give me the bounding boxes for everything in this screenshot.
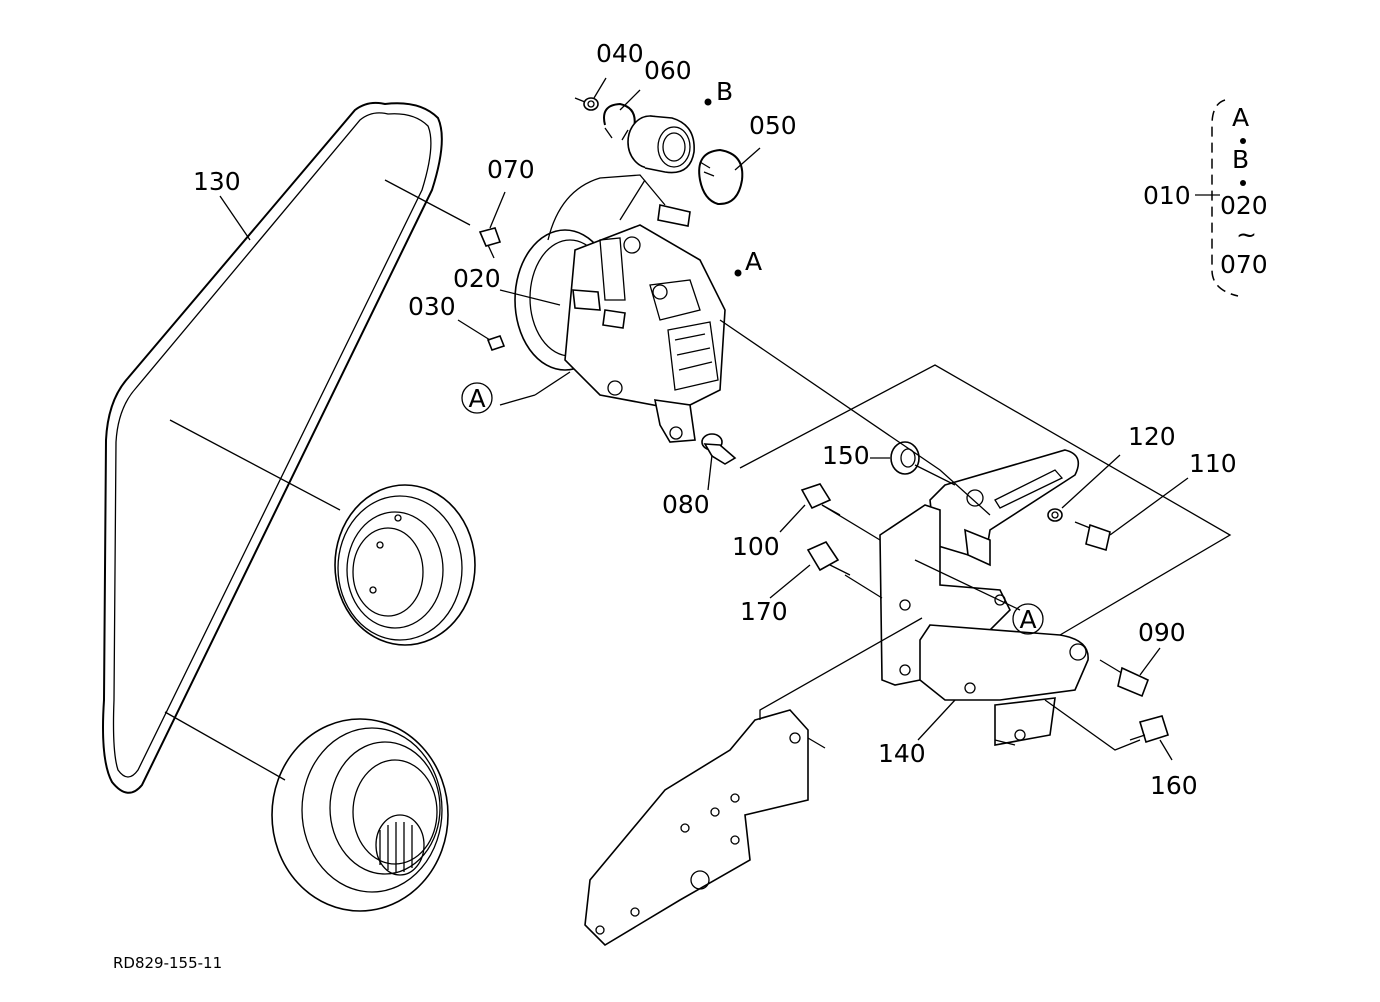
drive-belt (102, 101, 443, 794)
callout-160: 160 (1150, 771, 1198, 800)
callout-170: 170 (740, 597, 788, 626)
side-plate (584, 709, 809, 947)
bracket-140 (919, 624, 1089, 746)
callout-130: 130 (193, 167, 241, 196)
upper-pulley (334, 484, 476, 646)
drawing-number: RD829-155-11 (113, 954, 222, 972)
assembly-dot-b (1240, 180, 1246, 186)
bolt-030 (486, 335, 506, 351)
bolt-090 (1099, 659, 1150, 698)
assembly-item-tilde: ~ (1236, 220, 1257, 249)
callout-090: 090 (1138, 618, 1186, 647)
circled-ref-left: A (461, 382, 493, 414)
callout-070: 070 (487, 155, 535, 184)
leader-lines (164, 77, 1232, 781)
washer-120 (1047, 508, 1063, 522)
assembly-item-a: A (1232, 103, 1249, 132)
marker-b: B (716, 77, 733, 106)
compressor (514, 174, 726, 443)
assembly-group: 010 A B 020 ~ 070 (1143, 99, 1268, 297)
assembly-parent: 010 (1143, 181, 1191, 210)
bolt-110 (1074, 521, 1111, 552)
circled-ref-right-text: A (1019, 605, 1036, 634)
callout-020: 020 (453, 264, 501, 293)
assembly-item-b: B (1232, 145, 1249, 174)
assembly-item-020: 020 (1220, 191, 1268, 220)
collar-080 (701, 433, 737, 465)
nut-170 (806, 540, 851, 576)
callout-100: 100 (732, 532, 780, 561)
bolt-070 (478, 227, 502, 259)
marker-a: A (745, 247, 762, 276)
grommet-150 (890, 441, 920, 475)
marker-b-dot (704, 98, 712, 106)
clutch-parts (574, 97, 744, 206)
callout-labels: 040 060 050 070 130 020 030 080 150 120 … (193, 39, 1237, 800)
callout-060: 060 (644, 56, 692, 85)
callout-030: 030 (408, 292, 456, 321)
callout-140: 140 (878, 739, 926, 768)
assembly-item-070: 070 (1220, 250, 1268, 279)
callout-120: 120 (1128, 422, 1176, 451)
nut-160 (1129, 715, 1170, 744)
callout-110: 110 (1189, 449, 1237, 478)
circled-ref-right: A (1012, 603, 1044, 635)
upper-bracket (929, 449, 1080, 567)
callout-040: 040 (596, 39, 644, 68)
marker-a-dot (734, 269, 742, 277)
callout-080: 080 (662, 490, 710, 519)
assembly-dot-a (1240, 138, 1246, 144)
callout-150: 150 (822, 441, 870, 470)
callout-050: 050 (749, 111, 797, 140)
lower-pulley (271, 718, 449, 912)
nut-100 (800, 483, 841, 516)
circled-ref-left-text: A (468, 384, 485, 413)
